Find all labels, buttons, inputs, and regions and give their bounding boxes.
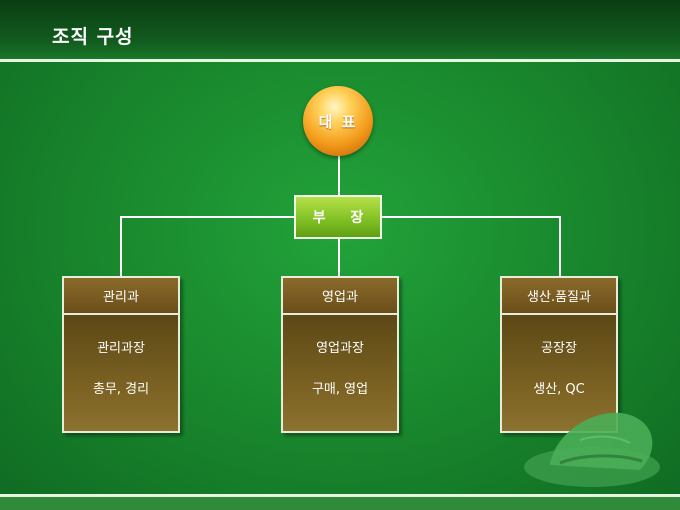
dept-role: 영업과장	[316, 341, 364, 356]
dept-box-sales: 영업과 영업과장 구매, 영업	[281, 276, 399, 433]
dept-body: 영업과장 구매, 영업	[283, 315, 397, 431]
connector-center-drop	[338, 238, 340, 277]
vice-label: 부 장	[312, 210, 374, 226]
dept-body: 공장장 생산, QC	[502, 315, 616, 431]
dept-body: 관리과장 총무, 경리	[64, 315, 178, 431]
ceo-node: 대 표	[303, 86, 373, 156]
ceo-label: 대 표	[318, 112, 358, 131]
footer-band	[0, 497, 680, 510]
dept-role: 관리과장	[97, 341, 145, 356]
slide-title: 조직 구성	[52, 26, 134, 48]
hat-decoration-icon	[524, 412, 660, 487]
header-divider	[0, 59, 680, 62]
dept-name: 영업과	[283, 278, 397, 313]
connector-right-horizontal	[381, 216, 561, 218]
dept-name: 생산.품질과	[502, 278, 616, 313]
dept-name: 관리과	[64, 278, 178, 313]
footer-divider	[0, 494, 680, 497]
connector-left-horizontal	[120, 216, 295, 218]
dept-duties: 구매, 영업	[311, 382, 369, 397]
header-band	[0, 0, 680, 60]
connector-left-drop	[120, 216, 122, 277]
dept-role: 공장장	[541, 341, 577, 356]
vice-node: 부 장	[294, 195, 382, 239]
dept-box-production: 생산.품질과 공장장 생산, QC	[500, 276, 618, 433]
dept-duties: 총무, 경리	[92, 382, 150, 397]
dept-duties: 생산, QC	[533, 382, 585, 397]
connector-right-drop	[559, 216, 561, 277]
connector-ceo-vice	[338, 155, 340, 196]
dept-box-admin: 관리과 관리과장 총무, 경리	[62, 276, 180, 433]
